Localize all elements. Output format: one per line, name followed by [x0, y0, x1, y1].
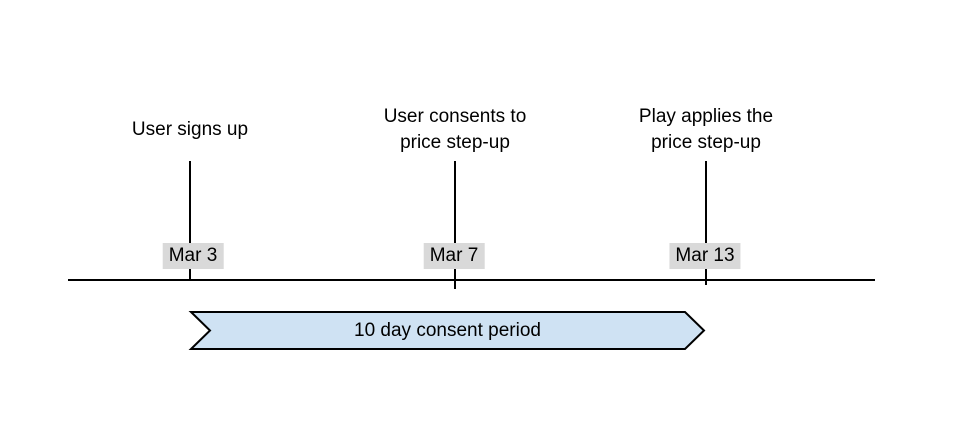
consent-period-arrow-shape	[188, 311, 706, 350]
event-date-chip-consent: Mar 7	[423, 243, 485, 269]
event-date-chip-signup: Mar 3	[162, 243, 224, 269]
event-label-apply: Play applies the price step-up	[638, 106, 774, 153]
event-label-signup: User signs up	[131, 119, 249, 140]
consent-period-label: 10 day consent period	[354, 319, 541, 341]
event-label-consent: User consents to price step-up	[383, 106, 527, 153]
event-date-chip-apply: Mar 13	[669, 243, 741, 269]
